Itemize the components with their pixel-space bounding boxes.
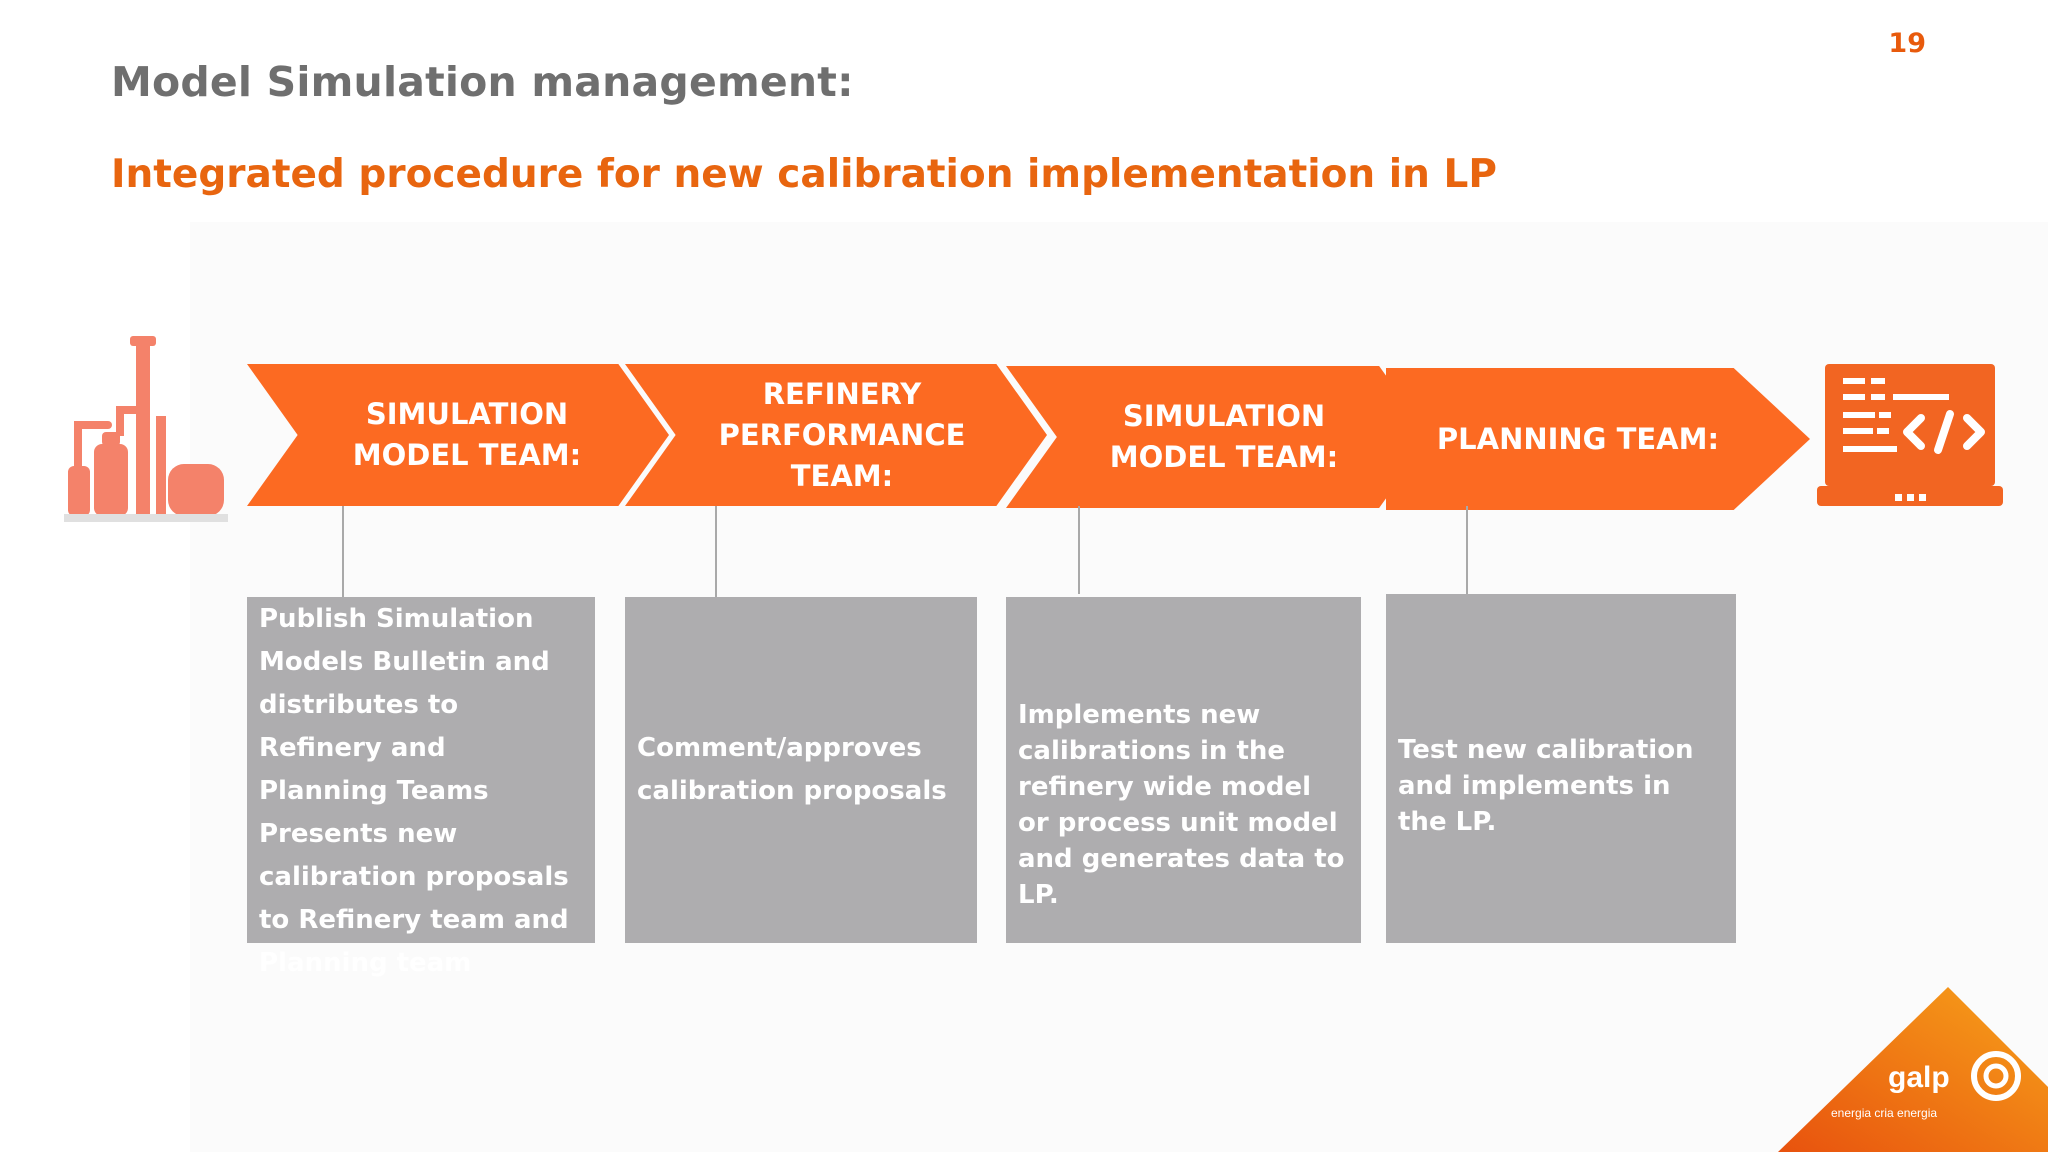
flow-step-label: REFINERY PERFORMANCE TEAM: (718, 376, 966, 493)
description-box-refinery-performance-team: Comment/approves calibration proposals (625, 597, 977, 943)
flow-step-label: PLANNING TEAM: (1436, 421, 1720, 456)
laptop-code-icon (1817, 364, 2003, 506)
description-box-simulation-model-team: Publish Simulation Models Bulletin and d… (247, 597, 595, 978)
flow-step-label: SIMULATION MODEL TEAM: (1109, 399, 1339, 474)
description-box-simulation-model-team-2: Implements new calibrations in the refin… (1006, 597, 1361, 943)
logo-tagline: energia cria energia (1831, 1106, 1937, 1120)
galp-logo: galp energia cria energia (1778, 987, 2048, 1152)
description-text: Implements new calibrations in the refin… (1018, 700, 1345, 910)
flow-step-label: SIMULATION MODEL TEAM: (352, 397, 582, 472)
description-text: Comment/approves calibration proposals (637, 733, 947, 806)
connector-line (342, 506, 344, 597)
connector-line (715, 506, 717, 597)
description-box-planning-team: Test new calibration and implements in t… (1386, 594, 1736, 943)
page-title: Model Simulation management: (111, 58, 854, 106)
logo-brand: galp (1888, 1061, 1950, 1094)
refinery-icon (64, 336, 228, 522)
description-text: Test new calibration and implements in t… (1398, 735, 1694, 837)
flow-step-simulation-model-team-2: SIMULATION MODEL TEAM: (1006, 366, 1430, 508)
connector-line (1078, 506, 1080, 594)
flow-step-refinery-performance-team: REFINERY PERFORMANCE TEAM: (625, 364, 1047, 506)
flow-step-simulation-model-team: SIMULATION MODEL TEAM: (247, 364, 669, 506)
description-text: Presents new calibration proposals to Re… (259, 819, 569, 978)
description-text: Publish Simulation Models Bulletin and d… (259, 604, 550, 806)
flow-step-planning-team: PLANNING TEAM: (1386, 368, 1810, 510)
connector-line (1466, 506, 1468, 594)
page-subtitle: Integrated procedure for new calibration… (111, 152, 1497, 197)
page-number: 19 (1888, 28, 1926, 59)
